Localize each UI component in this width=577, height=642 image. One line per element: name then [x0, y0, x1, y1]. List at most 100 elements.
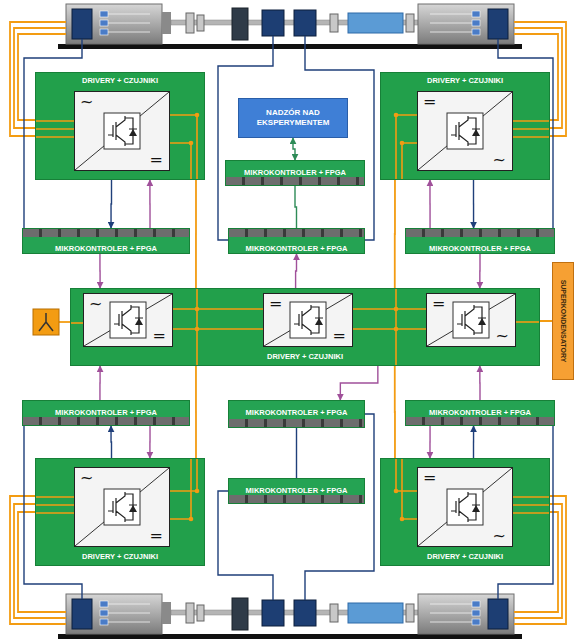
junction-dot	[189, 517, 194, 522]
converter-box: =~	[417, 91, 513, 171]
motor-bench	[58, 4, 522, 49]
igbt-symbol	[110, 302, 146, 338]
controller-box: MIKROKONTROLER + FPGA	[405, 400, 555, 426]
dc-wire	[396, 115, 417, 179]
driver-board: DRIVERY + CZUJNIKI=~	[380, 458, 550, 566]
dc-wire	[170, 459, 197, 491]
igbt-frame	[453, 302, 489, 338]
dc-wire	[516, 321, 539, 323]
gate-wire	[149, 180, 150, 228]
dc-wire	[396, 459, 417, 491]
converter-box: =~	[426, 293, 516, 347]
igbt-symbol	[290, 302, 326, 338]
converter-symbol: =	[153, 328, 166, 344]
link-wire	[293, 138, 295, 160]
supercapacitor-box: SUPERKONDENSATORY	[552, 262, 574, 380]
board-label: DRIVERY + CZUJNIKI	[82, 552, 158, 562]
converter-symbol: =	[432, 296, 445, 312]
power-wires	[10, 22, 566, 624]
dc-bus-wire	[195, 366, 197, 458]
phase-wire	[36, 128, 74, 130]
phase-wire	[36, 136, 74, 138]
converter-symbol: ~	[493, 152, 506, 168]
igbt-lines	[451, 116, 480, 146]
pin-strip	[229, 419, 364, 427]
dc-bus-wire	[394, 180, 396, 288]
pin-strip	[406, 417, 554, 425]
igbt-lines	[108, 116, 137, 146]
phase-wire	[36, 504, 74, 506]
converter-symbol: =	[423, 94, 436, 110]
dc-wire	[170, 115, 197, 179]
signal-wire	[110, 180, 112, 228]
signal-wire	[296, 428, 297, 478]
igbt-lines	[114, 305, 143, 335]
sensor-wire	[218, 491, 273, 600]
phase-wire	[513, 504, 549, 506]
diode-triangle	[472, 129, 480, 136]
pin-strip	[229, 495, 364, 503]
converter-diagonal	[75, 92, 169, 170]
converter-box: ==	[263, 293, 353, 347]
phase-wire	[36, 512, 74, 514]
junction-dot	[195, 113, 200, 118]
grid-wire	[59, 321, 70, 323]
gate-wire	[429, 180, 430, 228]
controller-label: MIKROKONTROLER + FPGA	[246, 483, 348, 499]
dc-wire	[173, 328, 263, 330]
converter-diagonal	[84, 294, 172, 346]
igbt-frame	[447, 113, 483, 149]
dc-wire	[173, 308, 263, 310]
gate-wire	[429, 426, 430, 458]
diode-triangle	[129, 505, 137, 512]
board-label: DRIVERY + CZUJNIKI	[267, 352, 343, 362]
phase-wire	[513, 120, 549, 122]
igbt-symbol	[104, 113, 140, 149]
dc-wire	[170, 459, 191, 519]
dc-wire	[402, 143, 417, 179]
dc-bus-wire	[540, 320, 552, 322]
phase-wire	[513, 128, 549, 130]
gate-wire	[479, 366, 481, 400]
pin-strip	[226, 177, 364, 185]
igbt-frame	[104, 489, 140, 525]
phase-wire	[71, 322, 83, 324]
controller-label: MIKROKONTROLER + FPGA	[429, 405, 531, 421]
junction-dot	[400, 517, 405, 522]
dc-wire	[353, 328, 426, 330]
controller-label: MIKROKONTROLER + FPGA	[55, 241, 157, 257]
phase-wire	[36, 120, 74, 122]
signal-wire	[473, 180, 474, 228]
phase-wire	[513, 136, 549, 138]
junction-dot	[195, 489, 200, 494]
igbt-symbol	[104, 489, 140, 525]
igbt-frame	[290, 302, 326, 338]
converter-box: ~=	[74, 91, 170, 171]
dc-wire	[196, 289, 198, 365]
controller-box: MIKROKONTROLER + FPGA	[228, 228, 365, 254]
phase-wire	[36, 496, 74, 498]
grid-symbol	[39, 313, 53, 331]
converter-diagonal	[264, 294, 352, 346]
converter-box: ~=	[83, 293, 173, 347]
pin-strip	[23, 417, 189, 425]
gate-wire	[99, 366, 101, 400]
junction-dot	[189, 141, 194, 146]
igbt-symbol	[447, 489, 483, 525]
junction-dot	[394, 489, 399, 494]
gate-wire	[479, 254, 481, 288]
dc-wire	[402, 459, 417, 519]
controller-box: MIKROKONTROLER + FPGA	[225, 160, 365, 186]
driver-board: DRIVERY + CZUJNIKI=~	[380, 72, 550, 180]
converter-symbol: =	[333, 328, 346, 344]
diode-triangle	[135, 318, 143, 325]
converter-symbol: ~	[496, 328, 509, 344]
controller-box: MIKROKONTROLER + FPGA	[22, 228, 190, 254]
signal-wire	[295, 254, 297, 288]
junction-dot	[394, 113, 399, 118]
diode-triangle	[315, 318, 323, 325]
board-label: DRIVERY + CZUJNIKI	[82, 76, 158, 86]
converter-symbol: =	[150, 152, 163, 168]
igbt-frame	[110, 302, 146, 338]
